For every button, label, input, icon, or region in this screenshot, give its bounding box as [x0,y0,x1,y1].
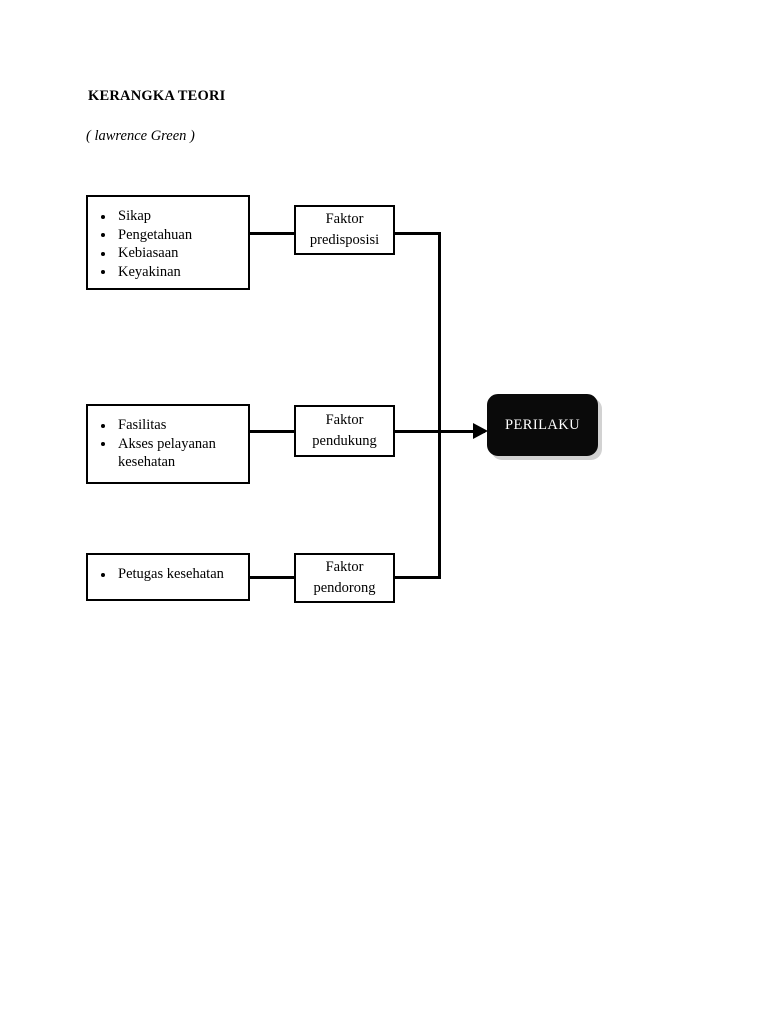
factor-label-line2: predisposisi [309,232,380,248]
list-item-label: Pengetahuan [118,226,193,243]
arrow-head-icon [473,423,488,439]
connector-pendukung-items-to-factor [250,430,296,433]
bullet-list-predisposisi: Sikap Pengetahuan Kebiasaan Keyakinan [88,207,248,281]
factor-box-predisposisi: Faktor predisposisi [294,205,395,255]
factor-label-line2: pendukung [312,433,377,449]
factor-box-pendukung: Faktor pendukung [294,405,395,457]
page-title: KERANGKA TEORI [88,88,226,104]
list-item-label: Fasilitas [118,417,167,433]
factor-box-pendorong: Faktor pendorong [294,553,395,603]
page-subtitle: ( lawrence Green ) [86,128,195,144]
bullet-icon [101,214,105,219]
list-item-label: Keyakinan [118,263,181,280]
list-item-label: Sikap [118,208,152,224]
bullet-icon [101,251,105,256]
list-box-pendorong: Petugas kesehatan [86,553,250,601]
list-item: Sikap [88,207,248,226]
connector-top-to-bus [394,232,441,235]
connector-pendorong-items-to-factor [250,576,296,579]
factor-label-line1: Faktor [325,211,364,227]
bullet-icon [101,423,105,428]
outcome-box-perilaku: PERILAKU [487,394,598,456]
connector-vertical-bus [438,232,441,579]
list-item: Pengetahuan [88,226,248,245]
bullet-icon [101,270,105,275]
bullet-icon [101,572,105,577]
list-item: Akses pelayanan kesehatan [88,435,248,472]
factor-label-line1: Faktor [325,412,364,428]
list-item: Keyakinan [88,263,248,282]
list-item-label: Akses pelayanan kesehatan [118,435,216,471]
list-box-pendukung: Fasilitas Akses pelayanan kesehatan [86,404,250,484]
outcome-label: PERILAKU [505,416,580,433]
list-box-predisposisi: Sikap Pengetahuan Kebiasaan Keyakinan [86,195,250,290]
factor-label-line2: pendorong [313,580,376,596]
list-item: Fasilitas [88,416,248,435]
bullet-list-pendukung: Fasilitas Akses pelayanan kesehatan [88,416,248,472]
bullet-icon [101,442,105,447]
factor-label-line1: Faktor [325,559,364,575]
list-item-label: Kebiasaan [118,245,179,262]
bullet-icon [101,233,105,238]
connector-bus-to-outcome [394,430,485,433]
list-item: Kebiasaan [88,244,248,263]
connector-bottom-to-bus [394,576,441,579]
list-item-label: Petugas kesehatan [118,566,224,582]
connector-predisposisi-items-to-factor [250,232,296,235]
bullet-list-pendorong: Petugas kesehatan [88,565,248,584]
list-item: Petugas kesehatan [88,565,248,584]
